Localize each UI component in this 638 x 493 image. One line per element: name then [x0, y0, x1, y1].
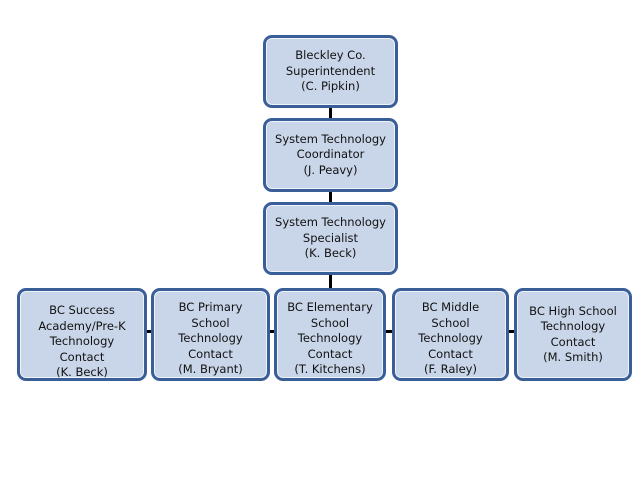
connector-primary-elementary: [268, 330, 277, 333]
node-specialist-line-3: (K. Beck): [304, 246, 357, 261]
node-elementary-line-4: Contact: [307, 346, 353, 361]
node-primary: BC Primary School Technology Contact (M.…: [151, 288, 270, 381]
node-elementary-line-1: BC Elementary: [287, 300, 373, 314]
node-superintendent-line-1: Bleckley Co.: [295, 48, 366, 63]
node-middle-line-4: Contact: [428, 346, 473, 361]
node-elementary-line-3: Technology: [297, 331, 363, 345]
node-high-line-3: Contact: [550, 334, 596, 349]
node-coordinator-line-3: (J. Peavy): [303, 162, 358, 177]
node-primary-line-3: Technology: [178, 331, 243, 345]
node-middle-line-5: (F. Raley): [424, 362, 477, 376]
node-elementary-line-2: School: [310, 315, 350, 330]
node-high-line-4: (M. Smith): [543, 350, 603, 364]
node-success-academy-line-3: Technology: [49, 334, 115, 348]
node-success-academy: BC Success Academy/Pre-K Technology Cont…: [17, 288, 147, 381]
node-superintendent-line-2: Superintendent: [285, 63, 376, 78]
node-primary-line-5: (M. Bryant): [178, 362, 243, 376]
node-high-line-1: BC High School: [529, 303, 617, 318]
node-primary-line-2: School: [191, 315, 230, 330]
node-high: BC High School Technology Contact (M. Sm…: [514, 288, 632, 381]
node-primary-line-4: Contact: [188, 346, 233, 361]
node-middle: BC Middle School Technology Contact (F. …: [392, 288, 509, 381]
node-success-academy-line-2: Academy/Pre-K: [38, 318, 126, 333]
connector-middle-high: [507, 330, 516, 333]
node-specialist-line-1: System Technology: [275, 215, 386, 230]
node-primary-line-1: BC Primary: [178, 300, 243, 314]
node-success-academy-line-1: BC Success: [49, 303, 115, 317]
connector-superintendent-coordinator: [329, 106, 332, 120]
node-success-academy-line-4: Contact: [59, 349, 105, 364]
node-coordinator-line-1: System Technology: [275, 131, 386, 146]
node-specialist: System Technology Specialist (K. Beck): [263, 202, 398, 275]
node-specialist-line-2: Specialist: [302, 230, 359, 245]
node-middle-line-3: Technology: [418, 331, 483, 345]
connector-coordinator-specialist: [329, 190, 332, 204]
node-superintendent: Bleckley Co. Superintendent (C. Pipkin): [263, 35, 398, 108]
node-middle-line-1: BC Middle: [421, 300, 480, 314]
connector-elementary-middle: [384, 330, 394, 333]
connector-specialist-elementary: [329, 273, 332, 290]
connector-success-primary: [145, 330, 154, 333]
node-coordinator: System Technology Coordinator (J. Peavy): [263, 118, 398, 192]
node-coordinator-line-2: Coordinator: [296, 147, 365, 162]
node-superintendent-line-3: (C. Pipkin): [301, 79, 360, 94]
node-middle-line-2: School: [431, 315, 470, 330]
node-high-line-2: Technology: [540, 319, 606, 333]
node-success-academy-line-5: (K. Beck): [56, 365, 108, 379]
node-elementary: BC Elementary School Technology Contact …: [274, 288, 386, 381]
node-elementary-line-5: (T. Kitchens): [294, 362, 366, 376]
